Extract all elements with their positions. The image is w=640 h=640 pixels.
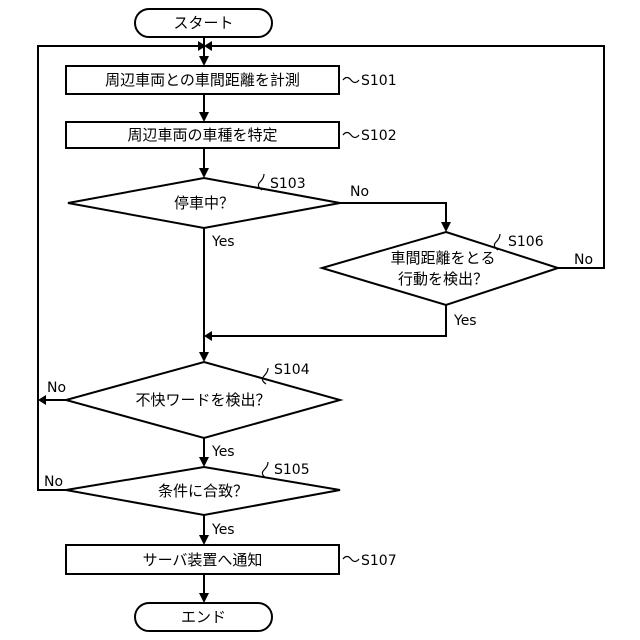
s105-no-label: No <box>44 474 63 490</box>
arrowhead <box>199 112 209 122</box>
s104-yes-label: Yes <box>211 444 235 460</box>
arrowhead <box>199 56 209 66</box>
s102-label: 周辺車両の車種を特定 <box>127 126 277 144</box>
s105-label: 条件に合致？ <box>158 482 248 500</box>
arrowhead <box>204 331 212 341</box>
end-label: エンド <box>181 608 226 626</box>
s101-label: 周辺車両との車間距離を計測 <box>105 71 300 89</box>
s102-leader <box>343 133 359 138</box>
s104-label: 不快ワードを検出？ <box>135 391 270 409</box>
node-s102: 周辺車両の車種を特定 S102 <box>66 122 397 148</box>
arrowhead <box>199 535 209 545</box>
s106-label-line2: 行動を検出？ <box>398 270 488 288</box>
node-s104: 不快ワードを検出？ S104 <box>66 362 340 438</box>
edge-s103-no <box>340 203 446 222</box>
s105-yes-label: Yes <box>211 522 235 538</box>
node-s105: 条件に合致？ S105 <box>66 462 340 515</box>
start-label: スタート <box>173 14 233 32</box>
arrowhead <box>204 41 212 51</box>
s103-yes-label: Yes <box>211 234 235 250</box>
s101-step: S101 <box>361 73 397 89</box>
s103-no-label: No <box>350 184 369 200</box>
node-start: スタート <box>135 9 272 37</box>
node-s106: 車間距離をとる 行動を検出？ S106 <box>322 232 558 305</box>
s107-step: S107 <box>361 553 397 569</box>
edge-s106-yes <box>212 305 446 336</box>
s106-step: S106 <box>508 234 544 250</box>
arrowhead <box>441 222 451 232</box>
arrowhead <box>199 593 209 603</box>
s106-yes-label: Yes <box>453 313 477 329</box>
s106-no-label: No <box>574 252 593 268</box>
arrowhead <box>199 352 209 362</box>
arrowhead <box>199 457 209 467</box>
s103-step: S103 <box>270 176 306 192</box>
s101-leader <box>343 78 359 83</box>
s102-step: S102 <box>361 128 397 144</box>
node-s101: 周辺車両との車間距離を計測 S101 <box>66 66 397 94</box>
arrowhead <box>199 168 209 178</box>
node-end: エンド <box>135 603 272 631</box>
s104-no-label: No <box>47 380 66 396</box>
s103-label: 停車中？ <box>174 194 234 212</box>
node-s103: 停車中？ S103 <box>68 174 340 228</box>
s105-step: S105 <box>274 462 310 478</box>
s107-leader <box>343 557 359 562</box>
s105-leader <box>262 462 268 478</box>
arrowhead <box>38 395 46 405</box>
s106-label-line1: 車間距離をとる <box>390 249 495 267</box>
s104-step: S104 <box>274 362 310 378</box>
s107-label: サーバ装置へ通知 <box>143 551 263 569</box>
node-s107: サーバ装置へ通知 S107 <box>66 545 397 574</box>
